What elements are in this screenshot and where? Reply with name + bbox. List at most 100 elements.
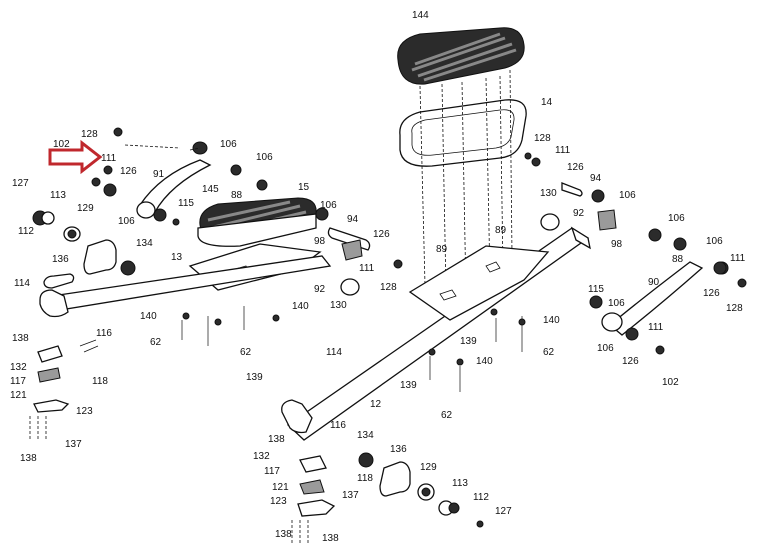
label-127: 127 xyxy=(495,506,512,517)
label-128: 128 xyxy=(726,303,743,314)
label-62: 62 xyxy=(150,337,162,348)
label-132: 132 xyxy=(253,451,270,462)
label-139: 139 xyxy=(400,380,417,391)
label-115: 115 xyxy=(178,198,194,209)
label-128: 128 xyxy=(380,282,397,293)
screws-center xyxy=(181,306,526,392)
label-14: 14 xyxy=(541,97,553,108)
label-13: 13 xyxy=(171,252,183,263)
label-129: 129 xyxy=(77,203,94,214)
label-102: 102 xyxy=(662,377,679,388)
label-136: 136 xyxy=(52,254,69,265)
label-94: 94 xyxy=(347,214,359,225)
label-138: 138 xyxy=(12,333,29,344)
label-140: 140 xyxy=(476,356,493,367)
label-126: 126 xyxy=(567,162,584,173)
label-111: 111 xyxy=(101,153,117,164)
label-129: 129 xyxy=(420,462,437,473)
label-126: 126 xyxy=(622,356,639,367)
label-126: 126 xyxy=(703,288,720,299)
label-123: 123 xyxy=(76,406,93,417)
label-128: 128 xyxy=(81,129,98,140)
label-112: 112 xyxy=(473,492,489,503)
label-94: 94 xyxy=(590,173,602,184)
label-116: 116 xyxy=(96,328,112,339)
label-111: 111 xyxy=(648,322,664,333)
label-106: 106 xyxy=(608,298,625,309)
label-90: 90 xyxy=(648,277,660,288)
left-bearing-stack xyxy=(32,127,268,276)
label-111: 111 xyxy=(359,263,375,274)
label-62: 62 xyxy=(543,347,555,358)
label-106: 106 xyxy=(597,343,614,354)
label-139: 139 xyxy=(460,336,477,347)
pedal-144 xyxy=(397,27,525,85)
label-98: 98 xyxy=(611,239,623,250)
label-139: 139 xyxy=(246,372,263,383)
label-106: 106 xyxy=(619,190,636,201)
label-106: 106 xyxy=(118,216,135,227)
label-106: 106 xyxy=(706,236,723,247)
right-foot-assembly xyxy=(291,455,336,544)
label-140: 140 xyxy=(140,311,157,322)
left-foot-assembly xyxy=(29,339,99,440)
label-112: 112 xyxy=(18,226,34,237)
label-88: 88 xyxy=(231,190,243,201)
label-15: 15 xyxy=(298,182,310,193)
label-113: 113 xyxy=(452,478,468,489)
label-121: 121 xyxy=(10,390,27,401)
label-106: 106 xyxy=(320,200,337,211)
highlight-arrow-icon xyxy=(48,139,103,175)
label-145: 145 xyxy=(202,184,219,195)
label-111: 111 xyxy=(730,253,746,264)
label-128: 128 xyxy=(534,133,551,144)
frame-rail-13 xyxy=(39,255,332,318)
label-126: 126 xyxy=(373,229,390,240)
label-114: 114 xyxy=(14,278,30,289)
label-138: 138 xyxy=(268,434,285,445)
label-117: 117 xyxy=(264,466,280,477)
label-89: 89 xyxy=(495,225,507,236)
label-92: 92 xyxy=(314,284,326,295)
label-106: 106 xyxy=(256,152,273,163)
label-118: 118 xyxy=(357,473,373,484)
label-12: 12 xyxy=(370,399,382,410)
label-138: 138 xyxy=(20,453,37,464)
label-106: 106 xyxy=(668,213,685,224)
label-132: 132 xyxy=(10,362,27,373)
label-62: 62 xyxy=(240,347,252,358)
right-bearing-stack xyxy=(358,452,484,528)
label-117: 117 xyxy=(10,376,26,387)
pedal-145 xyxy=(197,197,317,247)
label-134: 134 xyxy=(357,430,374,441)
pedal-plate-right xyxy=(408,245,550,321)
label-113: 113 xyxy=(50,190,66,201)
part-labels: 144 14 128 102 111 126 91 106 106 88 145… xyxy=(10,10,746,544)
label-102: 102 xyxy=(53,139,70,150)
label-130: 130 xyxy=(540,188,557,199)
label-138: 138 xyxy=(322,533,339,544)
label-116: 116 xyxy=(330,420,346,431)
label-62: 62 xyxy=(441,410,453,421)
label-118: 118 xyxy=(92,376,108,387)
label-123: 123 xyxy=(270,496,287,507)
label-92: 92 xyxy=(573,208,585,219)
label-126: 126 xyxy=(120,166,137,177)
label-111: 111 xyxy=(555,145,571,156)
label-134: 134 xyxy=(136,238,153,249)
center-axle-parts xyxy=(315,152,747,355)
frame-rail-12 xyxy=(281,226,591,441)
label-114: 114 xyxy=(326,347,342,358)
label-136: 136 xyxy=(390,444,407,455)
label-137: 137 xyxy=(65,439,82,450)
label-144: 144 xyxy=(412,10,429,21)
label-121: 121 xyxy=(272,482,289,493)
label-138: 138 xyxy=(275,529,292,540)
label-140: 140 xyxy=(292,301,309,312)
label-137: 137 xyxy=(342,490,359,501)
label-130: 130 xyxy=(330,300,347,311)
label-89: 89 xyxy=(436,244,448,255)
label-106: 106 xyxy=(220,139,237,150)
label-98: 98 xyxy=(314,236,326,247)
arm-91 xyxy=(124,141,212,219)
